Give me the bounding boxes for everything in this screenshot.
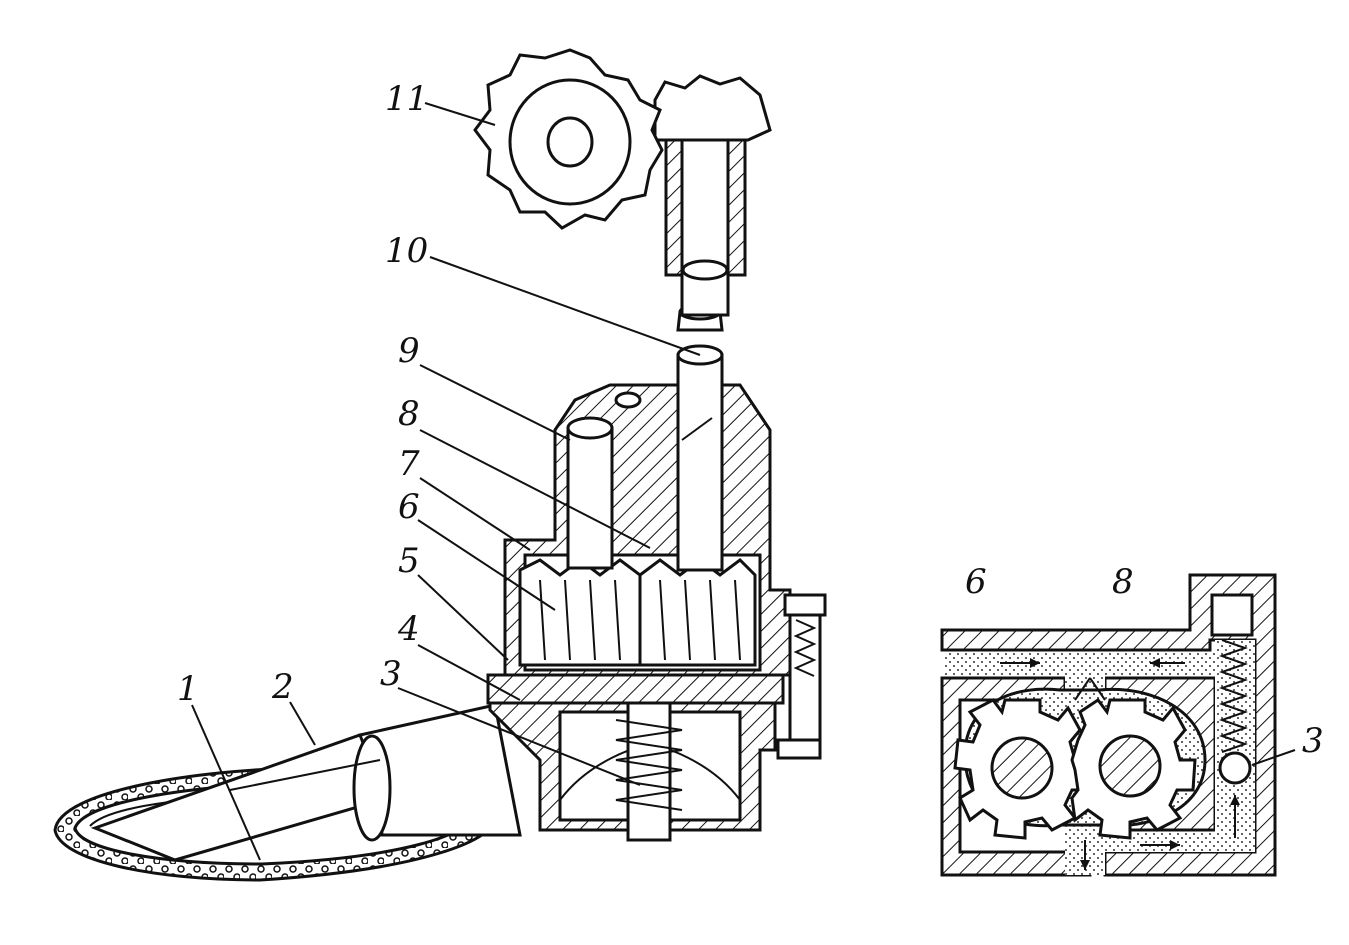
camshaft-gear [473,48,664,230]
label-4: 4 [397,609,420,649]
mounting-bolt [776,593,827,760]
pump-cover-plate [486,673,785,705]
schematic-labels: 6 8 3 [965,562,1324,761]
schematic-label-3: 3 [1302,721,1324,761]
flow-arrows [1000,658,1240,870]
schematic-label-6: 6 [965,562,987,602]
schematic-relief-valve [1210,593,1254,785]
label-6: 6 [398,487,420,527]
label-5: 5 [398,541,420,581]
driven-gear [518,558,642,667]
relief-valve [615,678,683,842]
label-1: 1 [177,669,199,709]
label-2: 2 [271,667,294,707]
label-3: 3 [380,654,402,694]
label-7: 7 [398,444,420,484]
label-10: 10 [385,231,428,271]
drive-shaft [676,344,724,572]
schematic-drive-gear [1070,697,1197,840]
label-9: 9 [398,331,420,371]
schematic-driven-gear [953,698,1092,840]
pump-leader-lines [191,102,701,861]
schematic-label-8: 8 [1112,562,1134,602]
label-8: 8 [398,394,420,434]
label-11: 11 [385,79,428,119]
pump-schematic [940,573,1296,877]
suction-tube [90,703,522,862]
pump-labels: 1 2 3 4 5 6 7 8 9 10 11 [177,79,428,709]
driven-gear-axle [566,416,614,570]
intermediate-drive-shaft [653,74,772,317]
drive-gear [638,558,757,667]
